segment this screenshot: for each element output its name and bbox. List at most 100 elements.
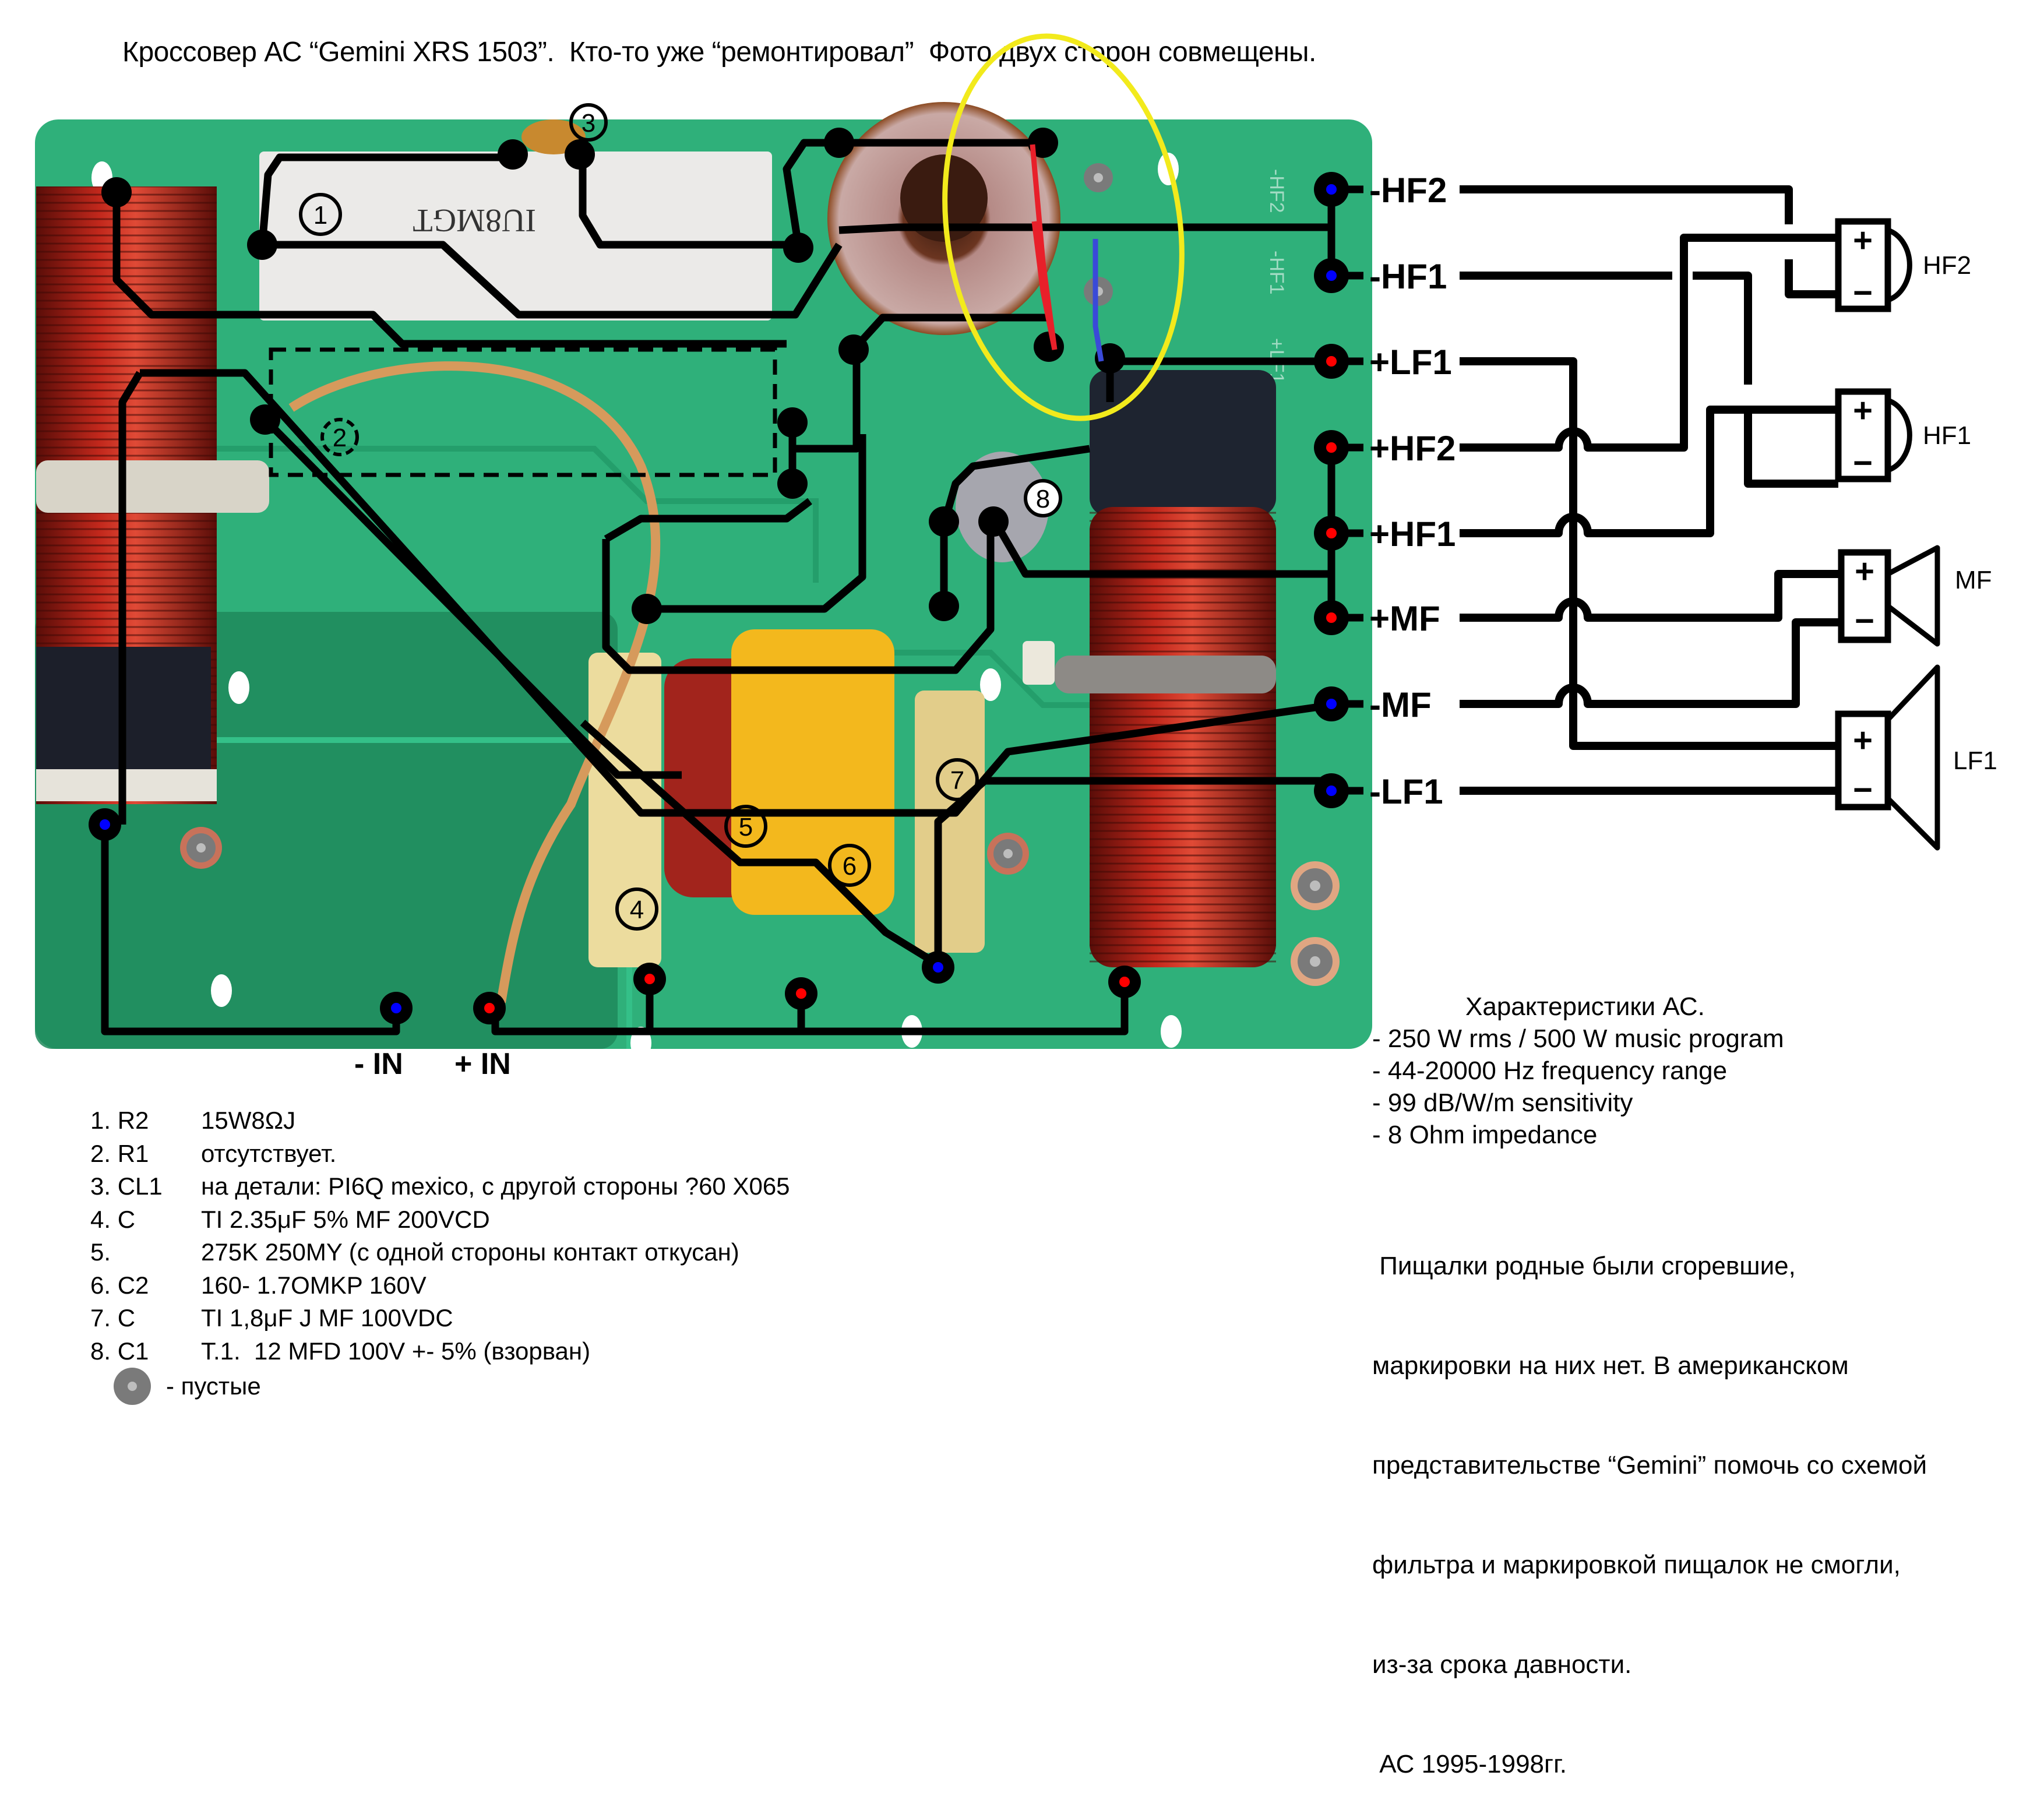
legend-item: 6. C2 160- 1.7OMKP 160V [90, 1269, 790, 1302]
negative-pin-dot [1326, 786, 1337, 796]
trace [838, 223, 1331, 234]
trace [118, 371, 143, 825]
legend-index: 6. C2 [90, 1271, 149, 1299]
mounting-hole [228, 671, 249, 704]
speaker-minus-sign: − [1853, 444, 1873, 482]
speaker-label: HF1 [1923, 421, 1971, 450]
terminal-label: -HF2 [1369, 171, 1447, 210]
trace [262, 241, 843, 319]
wire-hf1-minus-route [1693, 272, 1752, 385]
legend-item: 2. R1 отсутствует. [90, 1137, 790, 1171]
spec-item: - 44-20000 Hz frequency range [1372, 1056, 1728, 1085]
ferrite-core [1090, 370, 1276, 516]
terminal-mf-plus: +MF [1314, 599, 1440, 638]
solder-node [1095, 343, 1125, 374]
tweeter-dome-icon [1887, 397, 1912, 473]
wire-hf2-minus-to-speaker [1785, 259, 1838, 298]
solder-node [783, 233, 813, 263]
wire-hf2-minus [1460, 185, 1793, 224]
solder-node [777, 469, 808, 499]
positive-pin-dot [1326, 612, 1337, 623]
trace [644, 434, 866, 613]
speaker-hf2: + − HF2 [1835, 218, 1971, 312]
terminal-lf1-plus: +LF1 [1314, 343, 1452, 382]
trace [580, 720, 940, 968]
terminal-label: -HF1 [1369, 257, 1447, 296]
specs-heading: Характеристики АС. [1465, 992, 1705, 1021]
legend-index: 8. C1 [90, 1337, 149, 1365]
legend-text: TI 2.35μF 5% MF 200VCD [201, 1205, 490, 1233]
positive-pin-dot [1326, 528, 1337, 538]
page-title: Кроссовер АС “Gemini XRS 1503”. Кто-то у… [122, 37, 1316, 68]
resistor-r2: IU8MGT [259, 152, 772, 320]
tweeter-dome-icon [1887, 227, 1912, 303]
empty-pads [180, 163, 1340, 986]
wire-lf1-plus [1460, 357, 1838, 750]
marker-5: 5 [724, 805, 767, 848]
solder-node [247, 230, 277, 260]
speaker-minus-sign: − [1853, 771, 1873, 809]
negative-pin-dot [391, 1003, 401, 1013]
negative-pin-dot [1326, 699, 1337, 709]
note-line: фильтра и маркировкой пищалок не смогли, [1372, 1551, 1901, 1579]
capacitor-8-blown [956, 452, 1049, 562]
cable-tie [36, 460, 269, 513]
legend-index: 3. CL1 [90, 1172, 163, 1200]
terminal-hf2-plus: +HF2 [1314, 429, 1456, 468]
capacitor-6 [731, 629, 894, 915]
legend-text: T.1. 12 MFD 100V +- 5% (взорван) [201, 1337, 591, 1365]
trace [604, 498, 812, 543]
note-line: Пищалки родные были сгоревшие, [1372, 1252, 1796, 1280]
mounting-hole [211, 974, 232, 1007]
mounting-hole [1161, 1015, 1182, 1048]
speaker-terminal-box [1835, 218, 1891, 312]
coil-bobbin-end [36, 769, 217, 801]
input-minus-label: - IN [354, 1047, 403, 1081]
solder-nodes [101, 128, 1125, 624]
speaker-terminal-box [1838, 549, 1891, 643]
trace [602, 519, 995, 674]
cable-tie-head [1023, 641, 1055, 685]
speaker-mf: + − MF [1838, 545, 1992, 647]
solder-node [824, 128, 854, 158]
terminal-label: +MF [1369, 599, 1440, 638]
terminal-label: -LF1 [1369, 772, 1443, 811]
wire-hf1-plus [1460, 406, 1838, 537]
wire-mf-minus [1460, 618, 1838, 708]
speaker-label: MF [1955, 566, 1992, 594]
legend-text: 15W8ΩJ [201, 1107, 296, 1134]
solder-node [498, 139, 528, 170]
empty-pad-center [1094, 173, 1103, 182]
pin-markers [89, 808, 1141, 1024]
mounting-hole [980, 668, 1001, 701]
solder-node [929, 591, 959, 621]
terminal-hf1-minus: -HF1 [1314, 257, 1447, 296]
marker-4: 4 [615, 887, 658, 931]
solder-node [777, 407, 808, 438]
rework-red-wire [1030, 144, 1058, 350]
trace [990, 516, 1331, 578]
crossover-diagram: -HF2 -HF1 +LF1 IU8MGT [35, 33, 1997, 1081]
legend-text: отсутствует. [201, 1139, 337, 1167]
legend-index: 2. R1 [90, 1139, 149, 1167]
empty-pad-center [196, 843, 206, 853]
trace [792, 350, 861, 453]
trace [112, 192, 787, 348]
marker-number: 4 [630, 896, 644, 924]
legend-text: TI 1,8μF J MF 100VDC [201, 1304, 453, 1332]
speaker-cone-icon [1886, 664, 1940, 851]
wire-hf1-minus-to-speaker [1744, 408, 1838, 488]
overlay-traces [101, 139, 1363, 1035]
rework-highlight-circle [942, 33, 1185, 421]
solder-node [250, 404, 280, 435]
empty-pad-center [1003, 849, 1013, 858]
empty-pad-center [1310, 880, 1320, 891]
silkscreen-label: -HF1 [1266, 251, 1288, 295]
marker-number: 7 [950, 766, 964, 795]
rework-blue-wire [1093, 239, 1104, 362]
legend-text: 160- 1.7OMKP 160V [201, 1271, 427, 1299]
speaker-lf1: + − LF1 [1835, 664, 1997, 851]
